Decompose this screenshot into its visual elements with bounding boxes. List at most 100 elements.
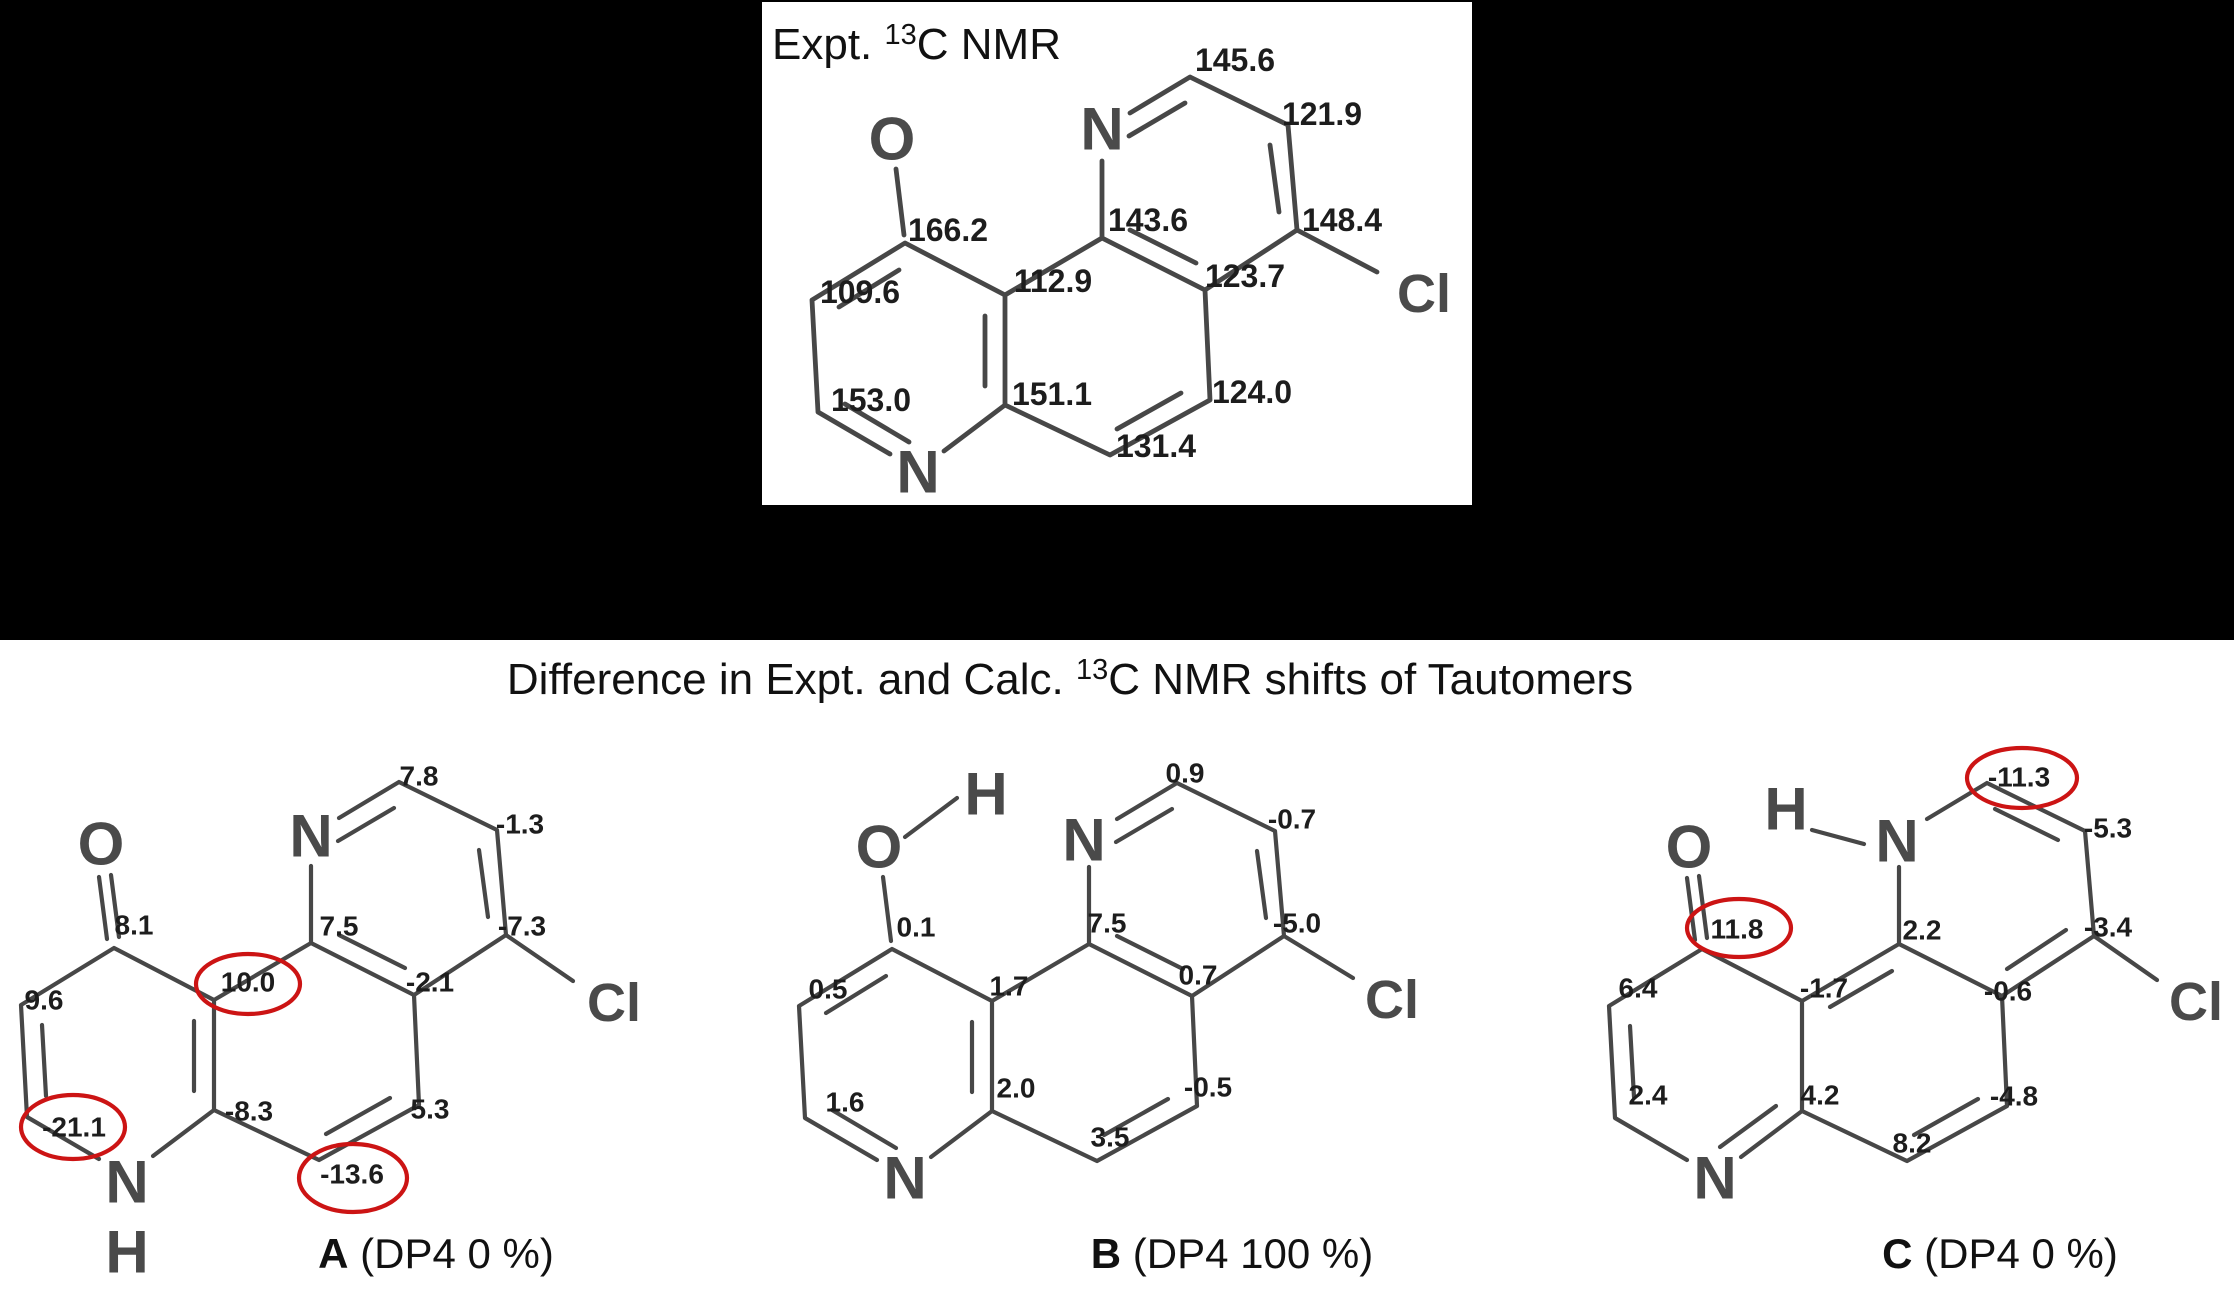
section-title-prefix: Difference in Expt. and Calc. [507,655,1076,704]
tautomer-a-bonds [18,779,576,1163]
tautomer-c-caption: C (DP4 0 %) [1882,1230,2118,1277]
expt-shift-bay-left: 112.9 [1014,263,1092,299]
expt-shift-carbonyl: 166.2 [908,212,988,248]
tautomer-b-delta-bay-right: 7.5 [1088,908,1127,939]
tautomer-c-delta-chloro: -3.4 [2084,912,2133,943]
tautomer-a-double-bond-lines [39,805,491,1137]
tautomer-b-delta-fusion-left: 2.0 [997,1073,1036,1104]
tautomer-b-nitrogen-top-atom: N [1062,807,1105,874]
tautomer-b-delta-apex: 0.9 [1166,758,1205,789]
tautomer-c-delta-carbonyl: 11.8 [1711,914,1764,945]
tautomer-a-delta-apex: 7.8 [400,761,439,792]
expt-structure: Expt. 13C NMR O N N Cl 145.6 121.9 166.2… [772,19,1451,506]
tautomer-c-delta-upper-right: -5.3 [2084,813,2132,844]
expt-panel [762,2,1472,505]
section-title: Difference in Expt. and Calc. 13C NMR sh… [507,654,1633,704]
tautomer-c-caption-dp4: (DP4 0 %) [1912,1230,2117,1277]
tautomer-b-bonds [796,780,1356,1164]
tautomer-c-structure: O H N N Cl -11.3 -5.3 11.8 2.2 -3.4 6.4 … [1606,745,2223,1277]
tautomer-a-caption: A (DP4 0 %) [318,1230,554,1277]
expt-nitrogen-top-atom: N [1080,96,1123,163]
tautomer-b-caption: B (DP4 100 %) [1091,1230,1373,1277]
tautomer-b-delta-chloro: -5.0 [1273,908,1321,939]
tautomer-a-delta-lower-left: -21.1 [42,1112,106,1143]
tautomer-b-chlorine-atom: Cl [1365,970,1419,1030]
highlight-circle-c-apex [1964,745,2080,811]
tautomer-c-bonds [1606,780,2160,1164]
tautomer-c-delta-apex: -11.3 [1988,762,2050,793]
tautomer-a-delta-chloro: -7.3 [498,911,546,942]
tautomer-c-nh-hydrogen-atom: H [1764,776,1807,843]
highlight-circle-c-carbonyl [1684,896,1794,960]
tautomer-a-caption-letter: A [318,1230,348,1277]
tautomer-a-delta-middle-bottom: -13.6 [320,1159,384,1190]
tautomer-a-delta-bay-left: 10.0 [221,967,276,998]
expt-chlorine-atom: Cl [1397,264,1451,324]
tautomer-a-delta-carbonyl: 8.1 [115,910,154,941]
expt-shift-upper-right: 121.9 [1282,96,1362,132]
tautomer-a-nh-hydrogen-atom: H [105,1219,148,1286]
expt-shift-middle-bottom: 131.4 [1116,428,1196,464]
expt-shift-middle-right: 124.0 [1212,374,1292,410]
tautomer-b-caption-dp4: (DP4 100 %) [1121,1230,1373,1277]
expt-bonds [809,74,1380,458]
tautomer-c-delta-upper-left: 6.4 [1619,973,1658,1004]
tautomer-c-nitrogen-bottom-atom: N [1693,1145,1736,1212]
expt-nitrogen-bottom-atom: N [896,439,939,506]
tautomer-c-delta-middle-right: -4.8 [1990,1081,2038,1112]
tautomer-c-delta-middle-bottom: 8.2 [1893,1128,1932,1159]
section-title-superscript: 13 [1076,654,1108,686]
tautomer-b-double-bond-lines [823,806,1269,1151]
tautomer-c-double-bond-lines [1627,806,2069,1150]
section-title-suffix: C NMR shifts of Tautomers [1108,655,1633,704]
tautomer-b-delta-bay-left: 1.7 [990,971,1029,1002]
tautomer-a-delta-middle-right: 5.3 [411,1094,450,1125]
expt-shift-ring-bottom: 123.7 [1205,258,1285,294]
expt-double-bond-lines [836,100,1282,445]
tautomer-b-oh-hydrogen-atom: H [964,761,1007,828]
tautomer-a-chlorine-atom: Cl [587,973,641,1033]
tautomer-b-delta-upper-right: -0.7 [1268,804,1316,835]
expt-oxygen-atom: O [869,106,916,173]
tautomer-b-caption-letter: B [1091,1230,1121,1277]
tautomer-a-nitrogen-top-atom: N [289,803,332,870]
expt-title-prefix: Expt. [772,20,885,69]
tautomer-b-oxygen-atom: O [856,814,903,881]
expt-shift-apex: 145.6 [1195,42,1275,78]
highlight-circle-a-lower-left [18,1092,128,1162]
tautomer-a-structure: O N N H Cl 7.8 -1.3 8.1 7.5 -7.3 9.6 10.… [18,761,641,1286]
tautomer-a-caption-dp4: (DP4 0 %) [348,1230,553,1277]
tautomer-c-oxygen-atom: O [1666,814,1713,881]
highlight-circle-a-bay-left [193,951,303,1017]
tautomer-c-caption-letter: C [1882,1230,1912,1277]
expt-title-superscript: 13 [885,19,917,51]
expt-shift-upper-left: 109.6 [820,274,900,310]
tautomer-c-delta-bay-left: -1.7 [1800,973,1848,1004]
tautomer-panel [0,640,2234,1299]
tautomer-a-delta-fusion-left: -8.3 [225,1096,273,1127]
tautomer-b-delta-ring-bottom: 0.7 [1179,960,1218,991]
expt-shift-lower-left: 153.0 [831,382,911,418]
tautomer-b-nitrogen-bottom-atom: N [883,1145,926,1212]
tautomer-a-delta-upper-left: 9.6 [25,985,64,1016]
tautomer-a-delta-bay-right: 7.5 [320,911,359,942]
tautomer-b-structure: O H N N Cl 0.9 -0.7 0.1 7.5 -5.0 0.5 1.7… [796,758,1419,1277]
tautomer-b-delta-carbonyl: 0.1 [897,912,936,943]
tautomer-c-nitrogen-top-atom: N [1875,808,1918,875]
tautomer-b-delta-middle-bottom: 3.5 [1091,1122,1130,1153]
tautomer-c-delta-fusion-left: 4.2 [1801,1080,1840,1111]
expt-title: Expt. 13C NMR [772,19,1061,69]
tautomer-a-delta-ring-bottom: -2.1 [406,967,454,998]
tautomer-b-delta-lower-left: 1.6 [826,1087,865,1118]
tautomer-a-delta-upper-right: -1.3 [496,809,544,840]
tautomer-a-nitrogen-bottom-atom: N [105,1149,148,1216]
tautomer-c-delta-bay-right: 2.2 [1903,915,1942,946]
tautomer-c-delta-ring-bottom: -0.6 [1984,976,2032,1007]
tautomer-b-delta-middle-right: -0.5 [1184,1072,1232,1103]
expt-shift-chloro: 148.4 [1302,202,1382,238]
expt-title-suffix: C NMR [917,20,1061,69]
tautomer-a-oxygen-atom: O [78,811,125,878]
highlight-circle-a-middle-bottom [296,1141,410,1215]
